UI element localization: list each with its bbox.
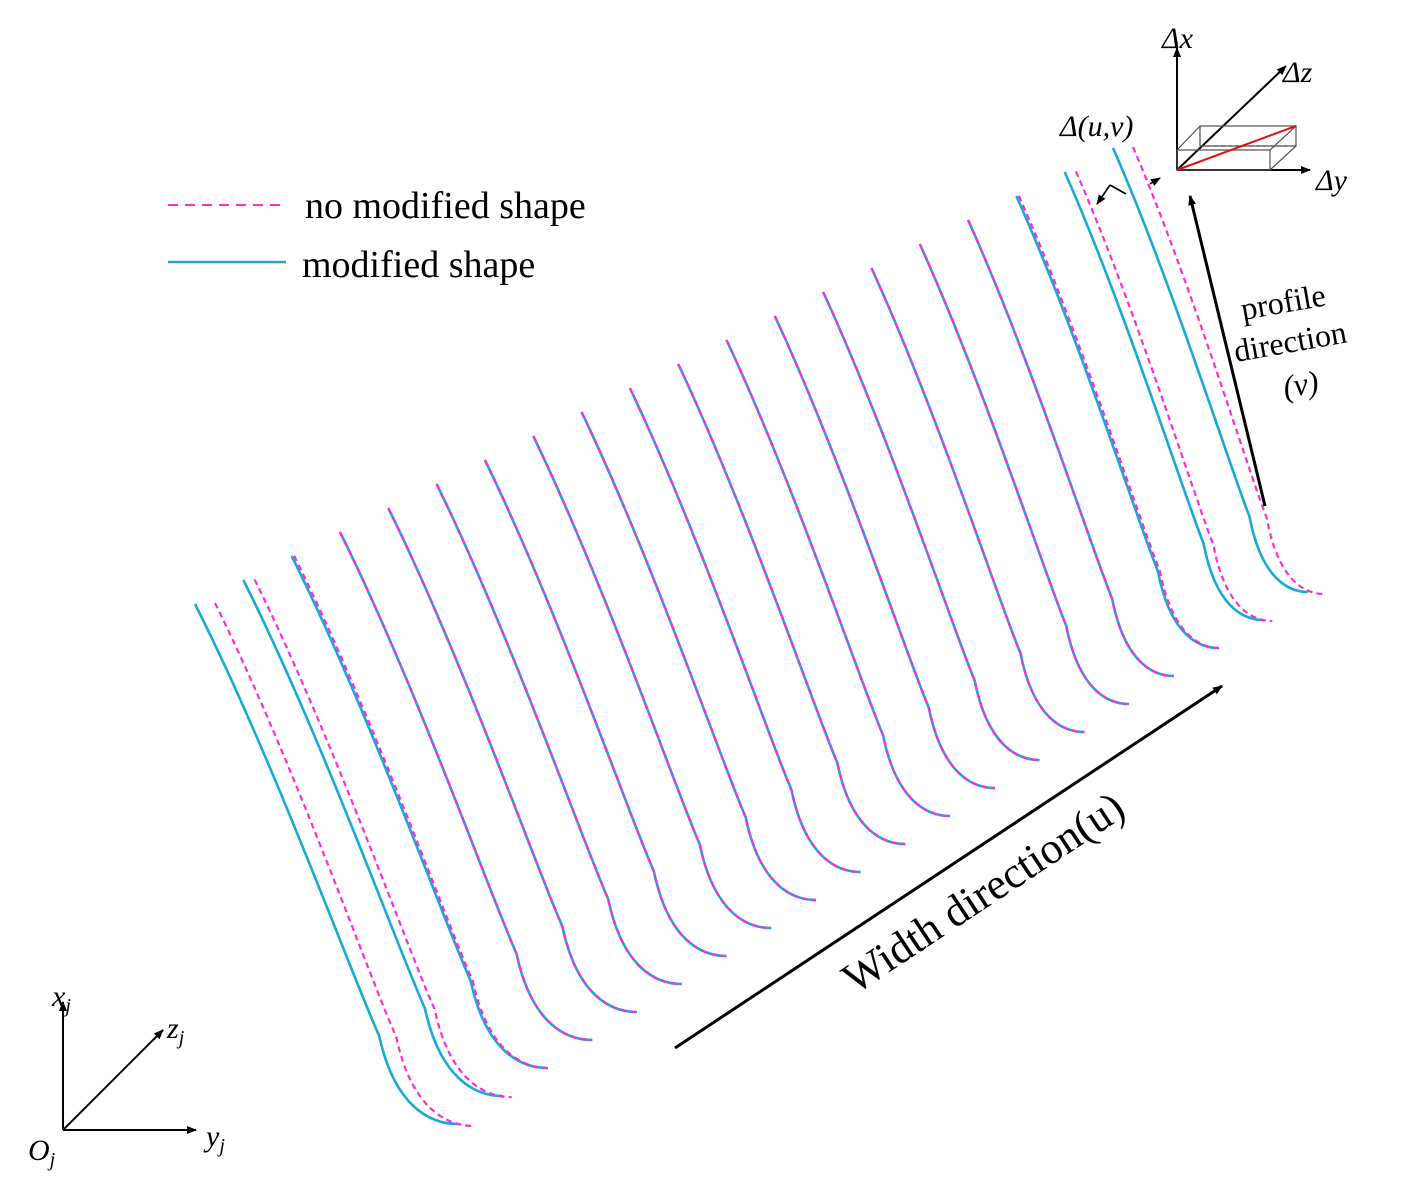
unmodified-profile-curve — [870, 267, 1085, 734]
width-direction: Width direction(u) — [674, 684, 1223, 1050]
unmodified-profile-curve — [628, 387, 861, 874]
modified-profile-curve — [1111, 147, 1309, 594]
legend-modified-label: modified shape — [302, 244, 535, 286]
offset-arrow-left — [1096, 184, 1111, 205]
modified-profile-curve — [725, 339, 951, 818]
unmodified-profile-curve — [1074, 170, 1273, 623]
modified-profile-curve — [532, 435, 772, 930]
unmodified-profile-curve — [822, 291, 1040, 762]
unmodified-profile-curve — [967, 219, 1174, 678]
legend: no modified shape modified shape — [168, 185, 586, 286]
unmodified-profile-curve — [918, 243, 1130, 706]
offset-arrow-head-right — [1149, 177, 1161, 187]
local-axes: Δx Δz Δy Δ(u,v) — [1059, 22, 1348, 205]
modified-profile-curve — [966, 219, 1174, 678]
modified-profile-curve — [1015, 195, 1219, 650]
modified-profile-curve — [580, 411, 816, 902]
unmodified-profile-curve — [293, 555, 550, 1070]
profile-direction: profile direction (v) — [1188, 195, 1349, 507]
offset-label: Δ(u,v) — [1059, 110, 1133, 143]
global-z-axis — [62, 1029, 164, 1131]
unmodified-profile-curve — [435, 483, 682, 986]
unmodified-profile-curve — [580, 411, 816, 902]
modified-profile-curve — [918, 243, 1130, 706]
width-arrow — [674, 684, 1223, 1050]
deviation-diagonal — [1176, 125, 1297, 171]
global-origin-label: Oj — [28, 1134, 56, 1171]
modified-profile-curve — [628, 387, 861, 874]
modified-profile-curve — [821, 291, 1040, 762]
modified-profile-curve — [193, 603, 459, 1126]
unmodified-profile-curve — [253, 578, 512, 1099]
modified-profile-curve — [1063, 171, 1264, 622]
modified-profile-curve — [483, 459, 727, 958]
unmodified-profile-curve — [1017, 195, 1221, 650]
global-y-label: yj — [203, 1120, 225, 1157]
global-z-label: zj — [166, 1012, 185, 1049]
unmodified-profile-curve — [387, 507, 637, 1014]
unmodified-profile-curve — [773, 315, 995, 790]
unmodified-profile-curve — [338, 531, 593, 1042]
modified-profile-curve — [387, 507, 637, 1014]
deviation-box — [1176, 125, 1297, 171]
unmodified-profile-curve — [214, 602, 475, 1128]
unmodified-profile-curve — [725, 339, 951, 818]
profile-label-line3: (v) — [1280, 363, 1321, 405]
unmodified-profile-curve — [483, 459, 727, 958]
local-y-label: Δy — [1315, 164, 1348, 197]
profile-arrow — [1188, 195, 1267, 507]
global-axes: xj zj yj Oj — [28, 980, 225, 1171]
modified-profile-curve — [870, 267, 1085, 734]
modified-profile-curve — [242, 579, 503, 1098]
modified-profile-curve — [773, 315, 995, 790]
local-z-axis — [1176, 65, 1287, 171]
legend-unmodified-label: no modified shape — [305, 185, 586, 227]
width-label: Width direction(u) — [833, 782, 1133, 1003]
profile-curves — [193, 146, 1325, 1128]
global-x-label: xj — [51, 980, 71, 1017]
unmodified-profile-curve — [677, 363, 906, 846]
modified-profile-curve — [676, 363, 906, 846]
local-x-label: Δx — [1161, 22, 1194, 55]
local-z-label: Δz — [1282, 56, 1313, 89]
unmodified-profile-curve — [532, 435, 772, 930]
offset-arrow-right — [1109, 184, 1127, 195]
unmodified-profile-curve — [1131, 146, 1325, 596]
